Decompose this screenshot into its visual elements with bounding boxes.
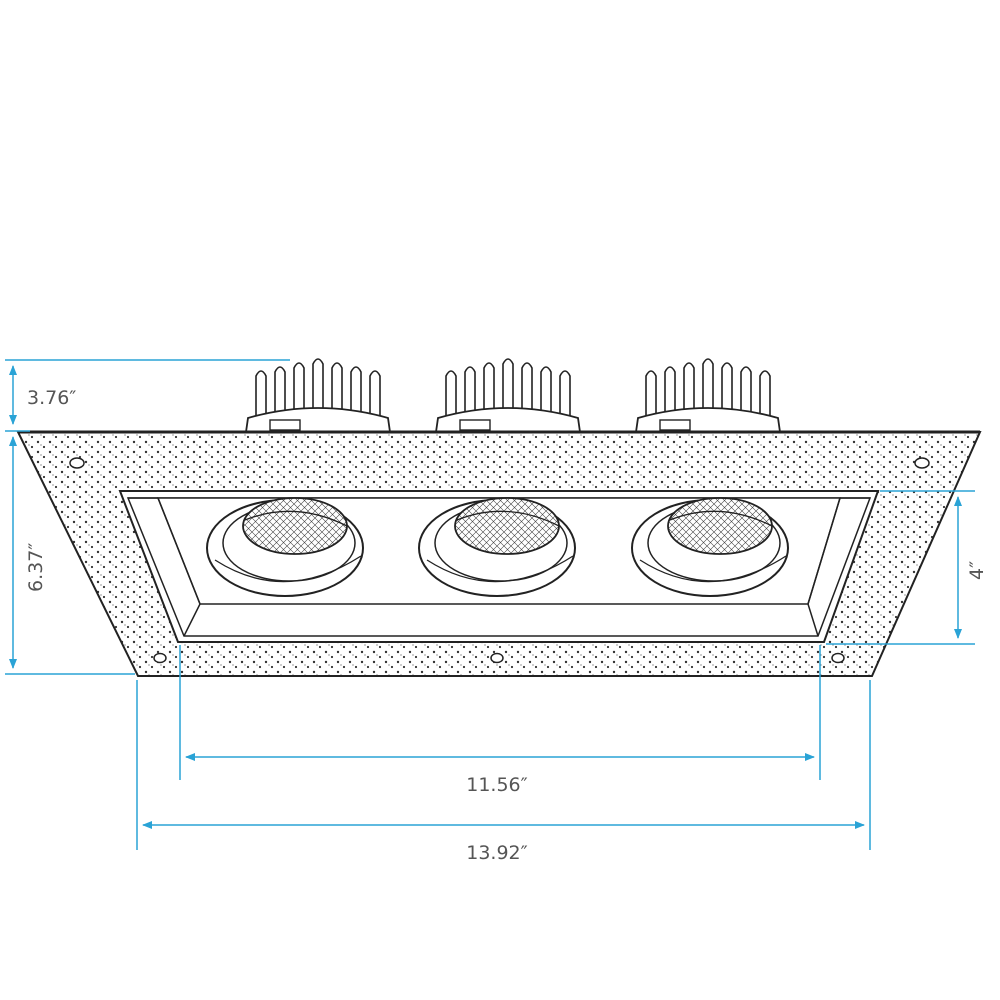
heat-sink-tab xyxy=(459,419,491,431)
dim-label-overall-width: 13.92″ xyxy=(466,842,528,864)
heat-sink xyxy=(244,358,392,433)
dimension-labels: 3.76″ 6.37″ 4″ 11.56″ 13.92″ xyxy=(25,387,988,864)
heat-sink-base xyxy=(634,407,782,433)
heat-sink-fin xyxy=(483,362,495,420)
screw-hole xyxy=(914,457,930,469)
aperture-corner-lines xyxy=(128,497,870,637)
heat-sink-base xyxy=(434,407,582,433)
heat-sink-fin xyxy=(445,370,457,420)
dim-label-heatsink: 3.76″ xyxy=(27,387,76,409)
lamp-module xyxy=(631,497,789,597)
heat-sink-fin xyxy=(350,366,362,420)
lamp-module xyxy=(418,497,576,597)
heat-sink-fin xyxy=(293,362,305,420)
lamp-modules xyxy=(206,497,789,597)
lamp-lens xyxy=(242,497,348,555)
screw-hole xyxy=(490,652,504,664)
lamp-reflector-edge xyxy=(244,510,348,527)
heat-sink-tab xyxy=(659,419,691,431)
lamp-gimbal-curve xyxy=(639,555,787,583)
heat-sink-fin xyxy=(331,362,343,420)
lamp-reflector-edge xyxy=(669,510,773,527)
heat-sink-fin xyxy=(464,366,476,420)
heat-sink-fin xyxy=(721,362,733,420)
dim-label-aperture-width: 11.56″ xyxy=(466,774,528,796)
screw-hole xyxy=(831,652,845,664)
heat-sink-fin xyxy=(683,362,695,420)
heat-sink xyxy=(434,358,582,433)
heat-sink-fin xyxy=(312,358,324,420)
heat-sink-base xyxy=(244,407,392,433)
heat-sink-fin xyxy=(521,362,533,420)
lamp-gimbal-curve xyxy=(426,555,574,583)
dim-label-aperture-height: 4″ xyxy=(966,561,988,580)
heat-sink-fin xyxy=(540,366,552,420)
heat-sink-fin xyxy=(559,370,571,420)
heat-sinks xyxy=(244,358,782,433)
heat-sink-fin xyxy=(255,370,267,420)
screw-hole xyxy=(153,652,167,664)
lamp-lens xyxy=(454,497,560,555)
heat-sink xyxy=(634,358,782,433)
heat-sink-fin xyxy=(702,358,714,420)
heat-sink-fin xyxy=(645,370,657,420)
heat-sink-fin xyxy=(369,370,381,420)
dimension-lines xyxy=(5,359,975,850)
lamp-module xyxy=(206,497,364,597)
heat-sink-tab xyxy=(269,419,301,431)
heat-sink-fin xyxy=(502,358,514,420)
lamp-reflector-edge xyxy=(456,510,560,527)
heat-sink-fin xyxy=(759,370,771,420)
heat-sink-fin xyxy=(274,366,286,420)
heat-sink-fin xyxy=(664,366,676,420)
dim-label-overall-height: 6.37″ xyxy=(25,543,47,592)
heat-sink-fin xyxy=(740,366,752,420)
lamp-lens xyxy=(667,497,773,555)
screw-hole xyxy=(69,457,85,469)
lamp-gimbal-curve xyxy=(214,555,362,583)
